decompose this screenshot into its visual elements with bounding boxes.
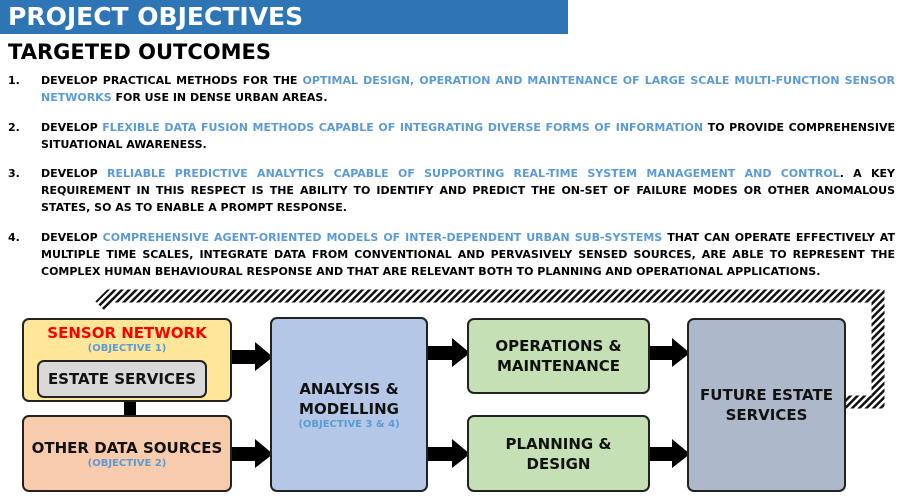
item-highlight: RELIABLE PREDICTIVE ANALYTICS CAPABLE OF…: [107, 167, 840, 180]
objective-label: (OBJECTIVE 3 & 4): [298, 419, 400, 430]
arrow-planning-to-future: [649, 439, 690, 468]
box-title: DESIGN: [526, 454, 591, 473]
box-title: SERVICES: [725, 406, 808, 424]
box-title: SENSOR NETWORK: [47, 324, 207, 342]
header-bar: PROJECT OBJECTIVES: [0, 0, 568, 34]
other-data-sources-box: OTHER DATA SOURCES (OBJECTIVE 2): [22, 415, 232, 492]
outcome-item: 1. DEVELOP PRACTICAL METHODS FOR THE OPTI…: [8, 72, 895, 106]
item-text: DEVELOP: [41, 231, 103, 244]
outcome-item: 4. DEVELOP COMPREHENSIVE AGENT-ORIENTED M…: [8, 229, 895, 280]
outcome-item: 2. DEVELOP FLEXIBLE DATA FUSION METHODS C…: [8, 119, 895, 153]
estate-services-box: ESTATE SERVICES: [37, 360, 207, 398]
item-text: DEVELOP: [41, 121, 103, 134]
analysis-modelling-box: ANALYSIS & MODELLING (OBJECTIVE 3 & 4): [270, 317, 428, 492]
item-highlight: FLEXIBLE DATA FUSION METHODS CAPABLE OF …: [102, 121, 704, 134]
section-title: TARGETED OUTCOMES: [8, 40, 271, 64]
item-highlight: OPTIMAL DESIGN, OPERATION AND MAINTENANC…: [41, 74, 895, 104]
box-title: FUTURE ESTATE: [700, 386, 833, 404]
item-text: DEVELOP: [41, 167, 107, 180]
item-text: FOR USE IN DENSE URBAN AREAS.: [111, 91, 328, 104]
arrow-analysis-to-ops: [427, 338, 470, 367]
operations-maintenance-box: OPERATIONS & MAINTENANCE: [467, 318, 650, 394]
arrow-other-to-analysis: [231, 439, 273, 468]
item-number: 2.: [8, 121, 20, 134]
item-number: 3.: [8, 167, 20, 180]
item-text: THAT CAN OPERATE EFFECTIVELY AT MULTIPLE…: [41, 231, 895, 278]
item-text: DEVELOP PRACTICAL METHODS FOR THE: [41, 74, 303, 87]
outcome-item: 3. DEVELOP RELIABLE PREDICTIVE ANALYTICS …: [8, 165, 895, 216]
arrow-sensor-to-analysis: [231, 342, 273, 371]
arrow-ops-to-future: [649, 338, 690, 367]
page-title: PROJECT OBJECTIVES: [8, 2, 304, 31]
objective-label: (OBJECTIVE 2): [87, 458, 167, 469]
box-title: OTHER DATA SOURCES: [31, 439, 223, 457]
item-highlight: COMPREHENSIVE AGENT-ORIENTED MODELS OF I…: [102, 231, 663, 244]
box-title: MAINTENANCE: [496, 357, 621, 375]
box-title: OPERATIONS &: [495, 337, 622, 355]
box-title: ANALYSIS &: [299, 380, 399, 398]
planning-design-box: PLANNING & DESIGN: [467, 415, 650, 492]
item-text: TO PROVIDE COMPREHENSIVE SITUATIONAL AWA…: [41, 121, 895, 151]
box-title: PLANNING &: [505, 434, 612, 453]
item-text: . A KEY REQUIREMENT IN THIS RESPECT IS T…: [41, 167, 895, 214]
item-number: 4.: [8, 231, 20, 244]
objective-label: (OBJECTIVE 1): [87, 343, 167, 354]
future-estate-services-box: FUTURE ESTATE SERVICES: [687, 318, 846, 492]
feedback-loop-arrow: [95, 289, 885, 409]
item-number: 1.: [8, 74, 20, 87]
arrow-analysis-to-planning: [427, 439, 470, 468]
box-title: MODELLING: [299, 400, 399, 418]
